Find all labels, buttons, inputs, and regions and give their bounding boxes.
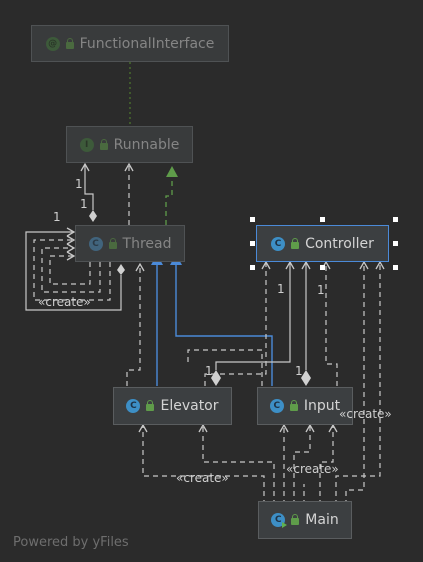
- dependency-elevator-thread-1: [126, 262, 145, 386]
- node-label: FunctionalInterface: [79, 35, 215, 52]
- multiplicity: 1: [277, 282, 285, 296]
- create-label-controller: «create»: [339, 407, 392, 421]
- create-label-input: «create»: [286, 462, 339, 476]
- node-label: Thread: [122, 235, 172, 252]
- multiplicity: 1: [317, 283, 325, 297]
- composition-diamond-thread: [89, 210, 97, 222]
- multiplicity: 1: [53, 210, 61, 224]
- create-main-elevator: [138, 423, 265, 505]
- lock-icon: [291, 514, 300, 525]
- create-label-thread: «create»: [38, 295, 91, 309]
- node-elevator[interactable]: C Elevator: [113, 387, 232, 425]
- class-icon: C: [126, 399, 141, 413]
- dependency-input-thread: [187, 349, 263, 386]
- create-main-controller-1: [345, 260, 369, 505]
- dependency-main-elevator: [198, 423, 275, 505]
- annotation-icon: @: [45, 36, 60, 51]
- main-class-icon: C: [271, 513, 288, 528]
- selection-handle[interactable]: [393, 265, 398, 270]
- node-label: Input: [303, 398, 341, 414]
- node-thread[interactable]: C Thread: [75, 225, 185, 262]
- selection-handle[interactable]: [393, 241, 398, 246]
- class-icon: C: [88, 236, 103, 251]
- node-label: Runnable: [113, 136, 180, 153]
- lock-icon: [146, 400, 155, 411]
- composition-elevator-controller: [215, 260, 295, 370]
- node-controller[interactable]: C Controller: [256, 225, 389, 262]
- lock-icon: [99, 138, 108, 150]
- class-icon: C: [269, 399, 284, 413]
- lock-icon: [108, 237, 117, 249]
- node-input[interactable]: C Input: [257, 387, 353, 425]
- node-functional-interface[interactable]: @ FunctionalInterface: [31, 25, 229, 62]
- create-label-elevator: «create»: [176, 471, 229, 485]
- create-main-input-2: [293, 423, 315, 505]
- create-main-input-3: [319, 423, 338, 505]
- composition-runnable-thread: [80, 162, 94, 210]
- inheritance-input-thread: [170, 254, 273, 386]
- dependency-elevator-controller: [204, 260, 271, 386]
- multiplicity: 1: [295, 364, 303, 378]
- multiplicity: 1: [80, 197, 88, 211]
- thread-self-loop-diamond: [117, 264, 125, 275]
- selection-handle[interactable]: [393, 217, 398, 222]
- selection-handle[interactable]: [320, 217, 325, 222]
- composition-diamond-elevator: [211, 370, 221, 386]
- node-label: Elevator: [160, 398, 219, 414]
- multiplicity: 1: [205, 364, 213, 378]
- selection-handle[interactable]: [250, 265, 255, 270]
- selection-handle[interactable]: [320, 265, 325, 270]
- node-main[interactable]: C Main: [258, 501, 352, 539]
- create-main-controller-2: [335, 260, 385, 505]
- thread-self-loop-outer: [25, 227, 122, 311]
- realization-edge: [165, 166, 178, 225]
- lock-icon: [289, 400, 298, 411]
- footer-credit: Powered by yFiles: [13, 535, 129, 550]
- thread-self-loop-dashed-2: [41, 243, 101, 293]
- multiplicity: 1: [75, 177, 83, 191]
- selection-handle[interactable]: [250, 241, 255, 246]
- node-runnable[interactable]: I Runnable: [66, 126, 193, 163]
- node-label: Main: [305, 512, 339, 528]
- selection-handle[interactable]: [250, 217, 255, 222]
- lock-icon: [65, 37, 74, 49]
- node-label: Controller: [305, 235, 374, 252]
- interface-icon: I: [79, 137, 94, 152]
- class-icon: C: [271, 236, 286, 251]
- lock-icon: [291, 237, 300, 249]
- dependency-input-controller: [321, 260, 338, 386]
- composition-diamond-input: [301, 370, 311, 386]
